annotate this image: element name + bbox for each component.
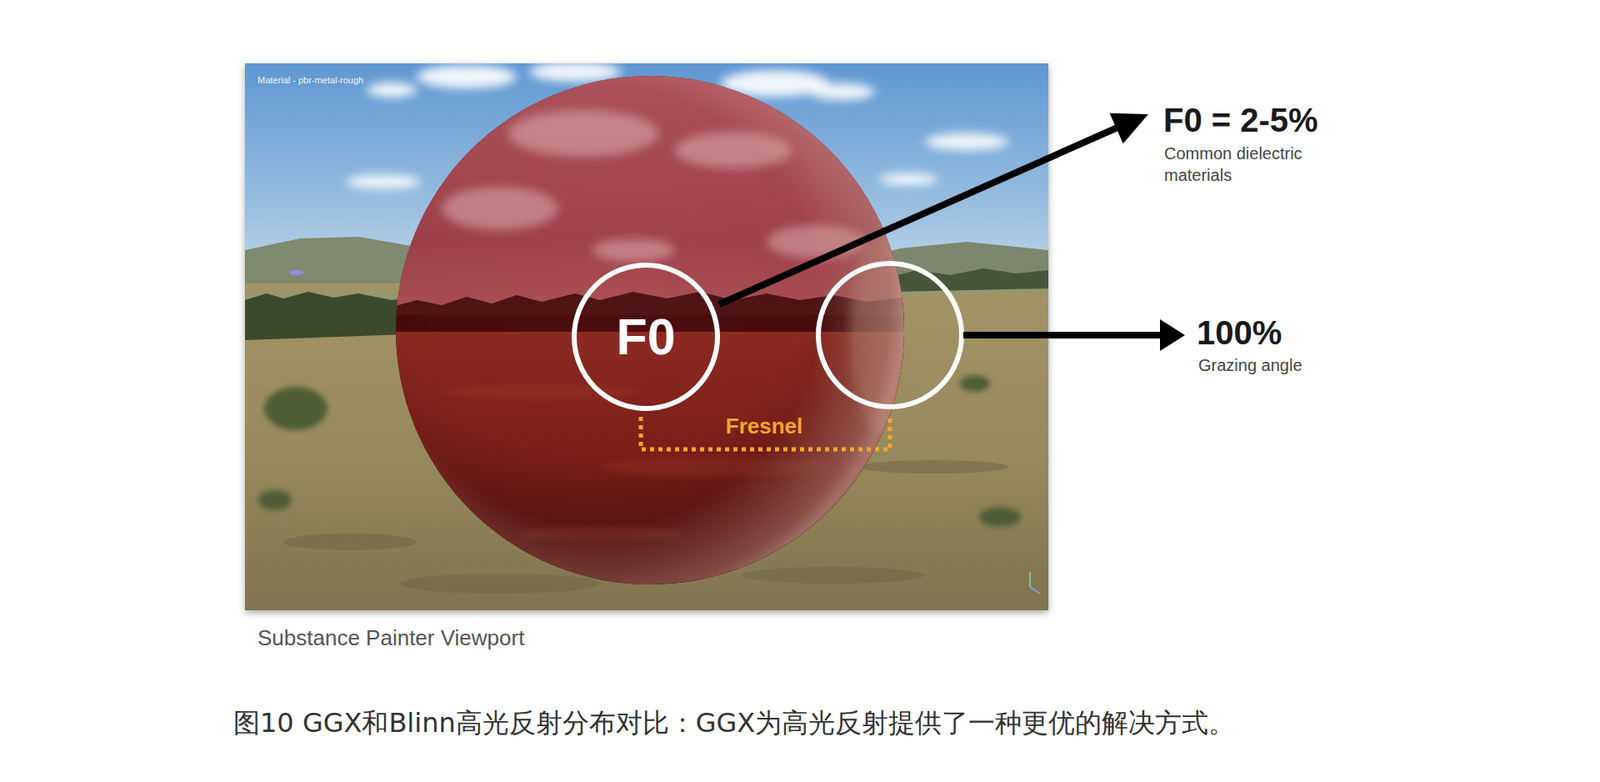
leader-arrow — [719, 113, 1149, 305]
viewport-caption: Substance Painter Viewport — [257, 625, 525, 651]
fresnel-label: Fresnel — [725, 413, 804, 440]
figure-caption: 图10 GGX和Blinn高光反射分布对比：GGX为高光反射提供了一种更优的解决… — [233, 705, 1235, 742]
node-text: F0 — [615, 311, 675, 363]
grazing-description: Grazing angle — [1198, 355, 1303, 375]
material-name: Material - pbr-metal-rough — [257, 75, 364, 86]
axis-gizmo — [1030, 571, 1040, 594]
f0-description: Common dielectric materials — [1164, 142, 1340, 186]
f0-circle: F0 — [571, 262, 720, 411]
leader-arrow — [963, 319, 1185, 351]
grazing-value: 100% — [1196, 312, 1282, 353]
f0-value: F0 = 2-5% — [1163, 100, 1319, 140]
grazing-circle — [818, 263, 962, 407]
